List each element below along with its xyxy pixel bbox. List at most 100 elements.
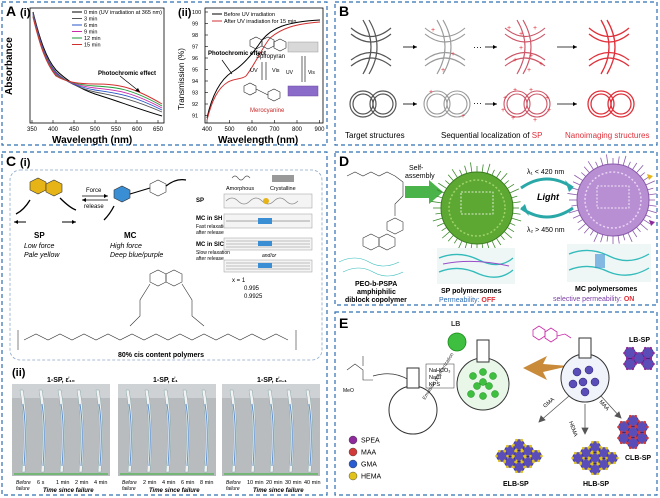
transmission-xtick: 400 <box>202 127 213 133</box>
sp-add-arrow <box>523 356 569 380</box>
legend-entry: MAA <box>361 450 377 457</box>
sp-monomer <box>532 325 572 343</box>
transmission-xtick: 800 <box>292 127 303 133</box>
photo-title: 1-SP, ε̇₀.₁ <box>257 377 287 384</box>
absorbance-legend-entry: 15 min <box>84 43 101 49</box>
mc-permeability: selective permeability: ON <box>553 296 634 303</box>
svg-text:+: + <box>441 67 445 74</box>
nanoimaging-circles <box>587 90 635 118</box>
transmission-ytick: 99 <box>192 22 198 28</box>
svg-text:+: + <box>507 25 511 32</box>
mc-desc-color: Deep blue/purple <box>110 252 163 259</box>
sp-molecule <box>14 177 77 224</box>
transmission-legend-entry: After UV irradiation for 15 min <box>224 19 296 25</box>
absorbance-legend-entry: 3 min <box>84 17 97 23</box>
vial-uv-label: UV <box>286 70 294 76</box>
absorbance-xtick: 500 <box>90 127 101 133</box>
mc-polymersomes-label: MC polymersomes <box>575 286 637 293</box>
arrow-label-hema: HEMA <box>567 421 578 438</box>
svg-text:+: + <box>451 51 455 58</box>
transmission-xlabel: Wavelength (nm) <box>218 135 298 146</box>
reagent-label: KPS <box>429 382 440 388</box>
legend-entry: SPEA <box>361 438 380 445</box>
transmission-ytick: 97 <box>192 45 198 51</box>
absorbance-xtick: 600 <box>132 127 143 133</box>
svg-text:+: + <box>539 61 543 68</box>
svg-text:+: + <box>533 25 537 32</box>
svg-text:+: + <box>519 31 523 38</box>
transmission-xtick: 600 <box>247 127 258 133</box>
sp-desc-force: Low force <box>24 243 54 250</box>
absorbance-ylabel: Absorbance <box>4 37 15 95</box>
elb-sp-label: ELB-SP <box>503 481 529 488</box>
copolymer-name: PEO-b-PSPA <box>355 281 397 288</box>
spiropyran-structure <box>249 36 287 52</box>
svg-text:+: + <box>527 67 531 74</box>
photo-tick: 10 min <box>247 480 264 486</box>
panel-a-sub-i: (i) <box>20 7 31 19</box>
svg-text:+: + <box>431 27 435 34</box>
transmission-ytick: 96 <box>192 56 198 62</box>
modification-arrows <box>538 395 622 435</box>
target-circles-structure <box>349 90 397 118</box>
sp-row-label: SP <box>196 198 204 204</box>
photo-tick: 2 min <box>75 480 88 486</box>
target-cross-structure <box>350 19 392 75</box>
monomer-structure: MeO <box>343 356 373 394</box>
svg-text:+: + <box>529 53 533 60</box>
time-since-failure-label: Time since failure <box>43 488 94 494</box>
absorbance-xtick: 650 <box>153 127 164 133</box>
transmission-xtick: 700 <box>270 127 281 133</box>
sequential-cross-2 <box>504 19 546 75</box>
caption-target: Target structures <box>345 131 405 140</box>
absorbance-xlabel: Wavelength (nm) <box>52 135 132 146</box>
arrow-label-gma: GMA <box>542 397 556 410</box>
hlb-sp-cluster <box>571 440 619 476</box>
absorbance-legend-entry: 12 min <box>84 36 101 42</box>
lambda1-label: λ₁ < 420 nm <box>527 169 564 176</box>
svg-text:···: ··· <box>473 98 482 108</box>
sp-polymersome <box>431 162 522 254</box>
clb-sp-label: CLB-SP <box>625 455 651 462</box>
photo-tick: 8 min <box>200 480 213 486</box>
andor-label: and/or <box>262 253 277 259</box>
svg-text:+: + <box>513 57 517 64</box>
transmission-ytick: 95 <box>192 68 198 74</box>
photo-tick: 40 min <box>304 480 321 486</box>
svg-text:MeO: MeO <box>343 388 354 394</box>
absorbance-curve-15 <box>32 16 163 105</box>
mc-sh-label: MC in SH <box>196 216 222 222</box>
light-label: Light <box>537 192 560 202</box>
transmission-ytick: 93 <box>192 91 198 97</box>
vial-after <box>287 85 319 97</box>
sp-desc-color: Pale yellow <box>24 252 60 259</box>
panel-c: C (i) SP Low force Pale yellow Force rel… <box>1 151 328 496</box>
panel-c-sub-ii: (ii) <box>12 367 26 379</box>
caption-nanoimaging: Nanoimaging structures <box>565 131 649 140</box>
svg-text:+: + <box>547 107 551 114</box>
panel-a-sub-ii: (ii) <box>178 7 192 19</box>
x-eq-label: x = 1 <box>232 278 246 284</box>
merocyanine-label: Merocyanine <box>250 108 285 114</box>
absorbance-legend-entry: 6 min <box>84 23 97 29</box>
photo-title: 1-SP, ε̇₁ <box>153 377 178 384</box>
vis-label: Vis <box>272 68 280 74</box>
svg-text:+: + <box>511 115 515 122</box>
arrow-label-maa: MAA <box>598 399 611 412</box>
polymer-structure <box>17 269 297 350</box>
panel-c-letter: C <box>6 153 16 169</box>
lb-sp-label: LB-SP <box>629 337 650 344</box>
svg-text:+: + <box>529 87 533 94</box>
legend-swatch <box>348 435 358 445</box>
svg-text:+: + <box>513 87 517 94</box>
reagent-label: NaHCO₃ <box>429 368 451 374</box>
flask-initial <box>388 367 438 435</box>
panel-a-letter: A <box>6 3 16 19</box>
photo-tick: 1 min <box>56 480 69 486</box>
photo-tick: 20 min <box>266 480 283 486</box>
legend-swatch <box>348 459 358 469</box>
legend-entry: HEMA <box>361 474 382 481</box>
